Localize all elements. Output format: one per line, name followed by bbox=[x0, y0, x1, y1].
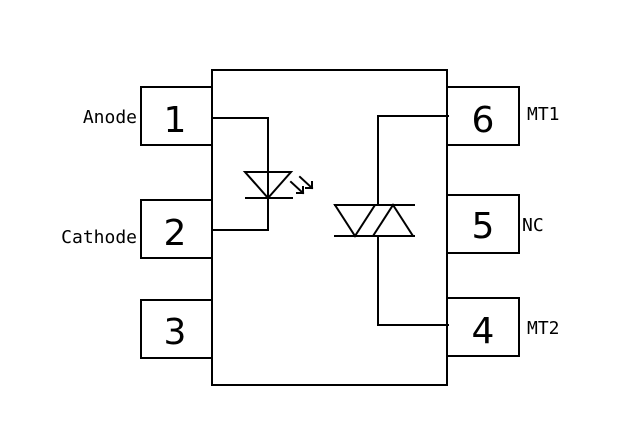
pin-5-box bbox=[446, 194, 520, 254]
pin-4-number: 4 bbox=[472, 311, 495, 352]
led-triangle bbox=[242, 171, 294, 200]
pin-6-number: 6 bbox=[472, 100, 495, 141]
pin-1-label: Anode bbox=[83, 107, 137, 128]
triac-triangle-up bbox=[371, 203, 415, 237]
pin-5-label: NC bbox=[522, 215, 544, 236]
pin-1-number: 1 bbox=[164, 100, 187, 141]
light-emission-arrows bbox=[289, 175, 314, 195]
pin-2-number: 2 bbox=[164, 213, 187, 254]
pin-6-label: MT1 bbox=[527, 104, 560, 125]
pin-1-box bbox=[140, 86, 213, 146]
pin-3-box bbox=[140, 299, 213, 359]
light-arrow-2-head bbox=[305, 181, 313, 189]
led-emitter bbox=[212, 117, 294, 231]
pin-2-box bbox=[140, 199, 213, 259]
pin-6-box bbox=[446, 86, 520, 146]
triac-detector bbox=[333, 115, 449, 326]
triac-mt2-wire bbox=[377, 235, 449, 326]
triac-mt1-wire bbox=[377, 115, 449, 206]
light-arrow-1-head bbox=[296, 186, 304, 194]
pin-4-label: MT2 bbox=[527, 318, 560, 339]
led-cathode-wire bbox=[212, 197, 269, 231]
pin-3-number: 3 bbox=[164, 312, 187, 353]
pin-4-box bbox=[446, 297, 520, 357]
triac-triangle-down bbox=[333, 204, 377, 238]
pin-2-label: Cathode bbox=[61, 227, 137, 248]
light-arrow-1 bbox=[289, 180, 305, 195]
light-arrow-2 bbox=[298, 175, 314, 190]
pin-5-number: 5 bbox=[472, 206, 495, 247]
